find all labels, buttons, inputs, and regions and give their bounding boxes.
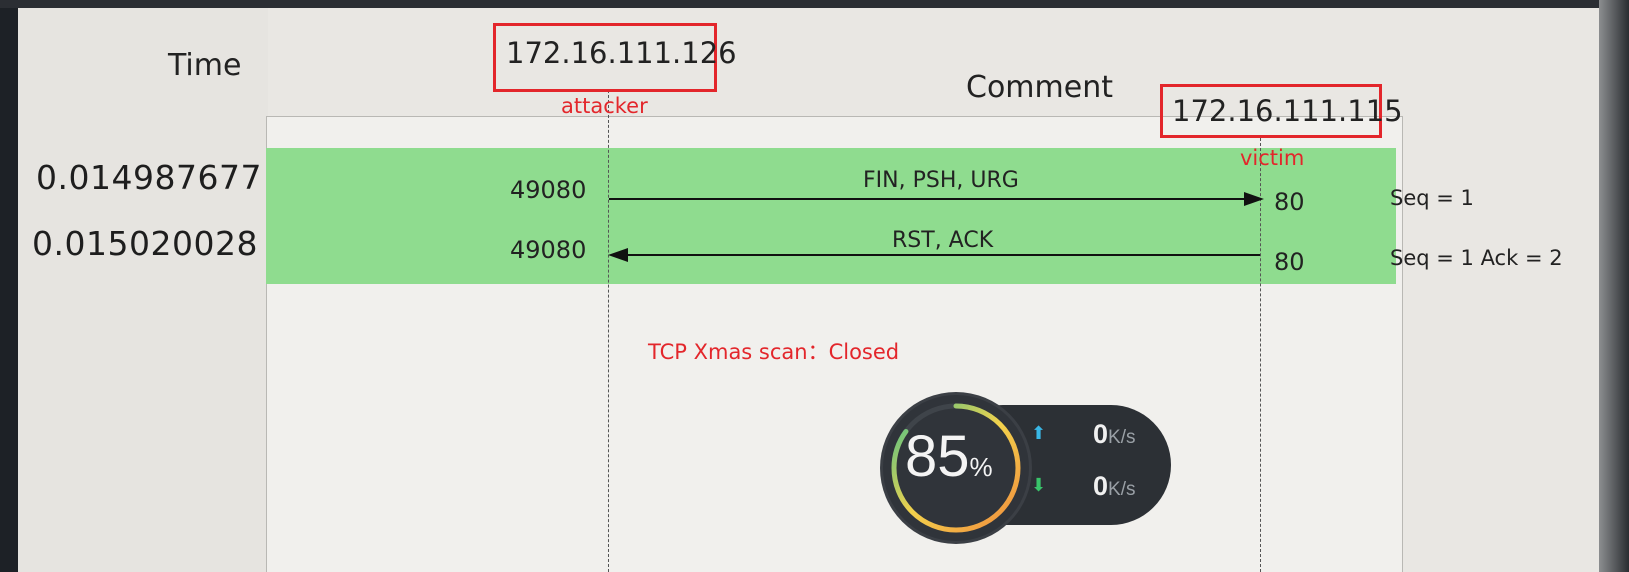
attacker-ip: 172.16.111.126: [506, 36, 737, 70]
arrow-right-icon: [1244, 192, 1264, 206]
row-2-flags: RST, ACK: [892, 228, 994, 253]
attacker-highlight-box: [493, 23, 717, 92]
arrow-left-icon: [608, 248, 628, 262]
victim-highlight-box: [1160, 84, 1382, 138]
time-header: Time: [168, 48, 242, 83]
victim-ip: 172.16.111.115: [1172, 94, 1403, 128]
widget-gauge: 85%: [883, 395, 1029, 541]
row-2-comment: Seq = 1 Ack = 2: [1390, 246, 1563, 270]
cpu-percent-value: 85: [905, 424, 970, 489]
comment-header: Comment: [966, 70, 1113, 105]
victim-lifeline: [1260, 138, 1261, 572]
cpu-percent: 85%: [905, 423, 993, 490]
victim-label: victim: [1240, 146, 1305, 170]
row-1-time: 0.014987677: [36, 158, 262, 197]
upload-speed: 0K/s: [1093, 419, 1135, 450]
download-speed: 0K/s: [1093, 471, 1135, 502]
packet-row-1[interactable]: [266, 148, 1396, 214]
gauge-ring-icon: [891, 403, 1021, 533]
network-speed-widget[interactable]: 85% ⬆ ⬇ 0K/s 0K/s: [883, 395, 1173, 541]
row-1-comment: Seq = 1: [1390, 186, 1474, 210]
row-1-flags: FIN, PSH, URG: [863, 168, 1019, 193]
row-2-arrow: [624, 254, 1260, 256]
time-column: [18, 8, 268, 572]
attacker-label: attacker: [561, 94, 648, 118]
flow-graph-window: Time Comment 0.014987677 0.015020028 490…: [18, 8, 1610, 572]
arrow-down-icon: ⬇: [1031, 475, 1047, 496]
upload-value: 0: [1093, 419, 1109, 449]
row-2-time: 0.015020028: [32, 224, 258, 263]
upload-unit: K/s: [1108, 427, 1136, 448]
download-value: 0: [1093, 471, 1109, 501]
download-unit: K/s: [1108, 479, 1136, 500]
row-1-arrow: [609, 198, 1249, 200]
row-2-src-port: 49080: [510, 236, 587, 264]
row-1-src-port: 49080: [510, 176, 587, 204]
row-1-dst-port: 80: [1274, 188, 1305, 216]
cpu-percent-sign: %: [969, 452, 993, 482]
monitor-top-bezel: [0, 0, 1629, 8]
scan-annotation: TCP Xmas scan：Closed: [648, 340, 900, 364]
monitor-right-bezel: [1599, 0, 1629, 572]
arrow-up-icon: ⬆: [1031, 423, 1047, 444]
packet-row-2[interactable]: [266, 214, 1396, 284]
attacker-lifeline: [608, 90, 609, 572]
row-2-dst-port: 80: [1274, 248, 1305, 276]
